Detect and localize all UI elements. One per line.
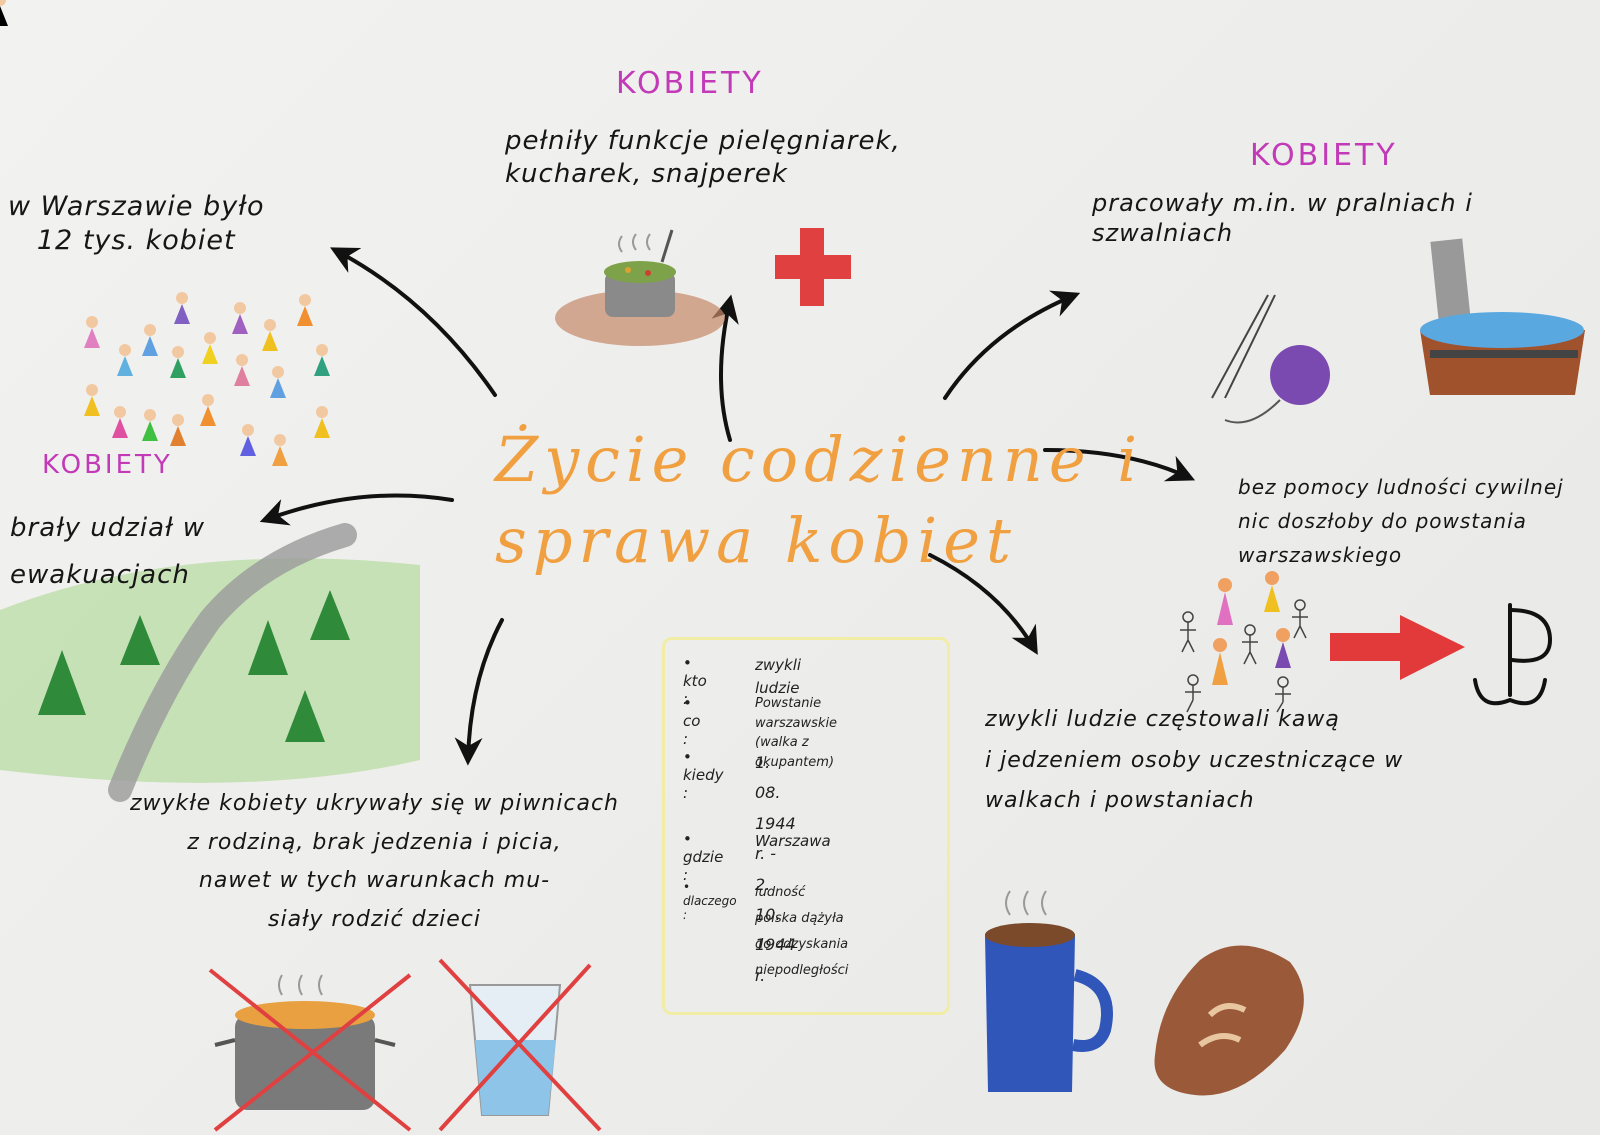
red-arrow-icon [1330,615,1465,680]
arrow-top-left [330,247,497,397]
info-value: 1. 08. 1944 r. - 2. 10. 1944 r. [755,753,796,985]
info-value: Warszawa [755,832,831,850]
arrow-top-center [711,294,739,442]
text-top-center: pełniły funkcje pielęgniarek, kucharek, … [505,126,901,189]
info-key: • kto : [683,654,707,708]
text-bottom-right: zwykli ludzie częstowali kawą i jedzenie… [985,707,1404,814]
arrow-bottom-left [454,618,504,766]
info-key: • kiedy : [683,748,724,802]
arrow-middle-left [259,493,454,526]
heading-top-right: KOBIETY [1250,138,1398,173]
info-value: Powstanie warszawskie (walka z okupantem… [755,696,838,770]
arrow-top-right [943,290,1081,400]
arrows [259,247,1196,766]
red-cross-icon [775,228,851,306]
arrow-bottom-right [928,553,1038,655]
crossed-pot-icon [208,968,412,1132]
soup-pot-icon [555,229,725,346]
coffee-mug-icon [985,890,1113,1092]
info-value: ludność polska dążyła do odzyskania niep… [755,885,849,978]
knitting-yarn-icon [1211,294,1330,424]
washtub-icon [1420,238,1585,395]
page-title: Życie codzienne i sprawa kobiet [495,423,1144,577]
arrow-middle-right [1043,448,1196,482]
people-group-icon [1212,571,1291,685]
info-box: • kto : zwykli ludzie • co : Powstanie w… [662,637,950,1015]
info-value: zwykli ludzie [755,656,802,697]
info-key: • gdzie : [683,830,724,884]
text-bottom-left: zwykłe kobiety ukrywały się w piwnicach … [130,791,619,932]
text-top-right: pracowały m.in. w pralniach i szwalniach [1092,189,1473,247]
forest-path-icon [0,523,420,802]
info-key: • dlaczego : [683,880,737,922]
text-middle-left: brały udział w ewakuacjach [10,513,206,590]
heading-top-center: KOBIETY [616,66,764,101]
text-top-left: w Warszawie było 12 tys. kobiet [8,191,265,256]
women-crowd-icon [0,0,8,26]
bread-icon [1154,945,1304,1096]
text-middle-right: bez pomocy ludności cywilnej nic doszłob… [1238,475,1564,567]
crossed-glass-icon [438,958,602,1132]
kotwica-anchor-icon [1473,603,1553,706]
info-key: • co : [683,694,701,748]
heading-middle-left: KOBIETY [42,450,173,480]
